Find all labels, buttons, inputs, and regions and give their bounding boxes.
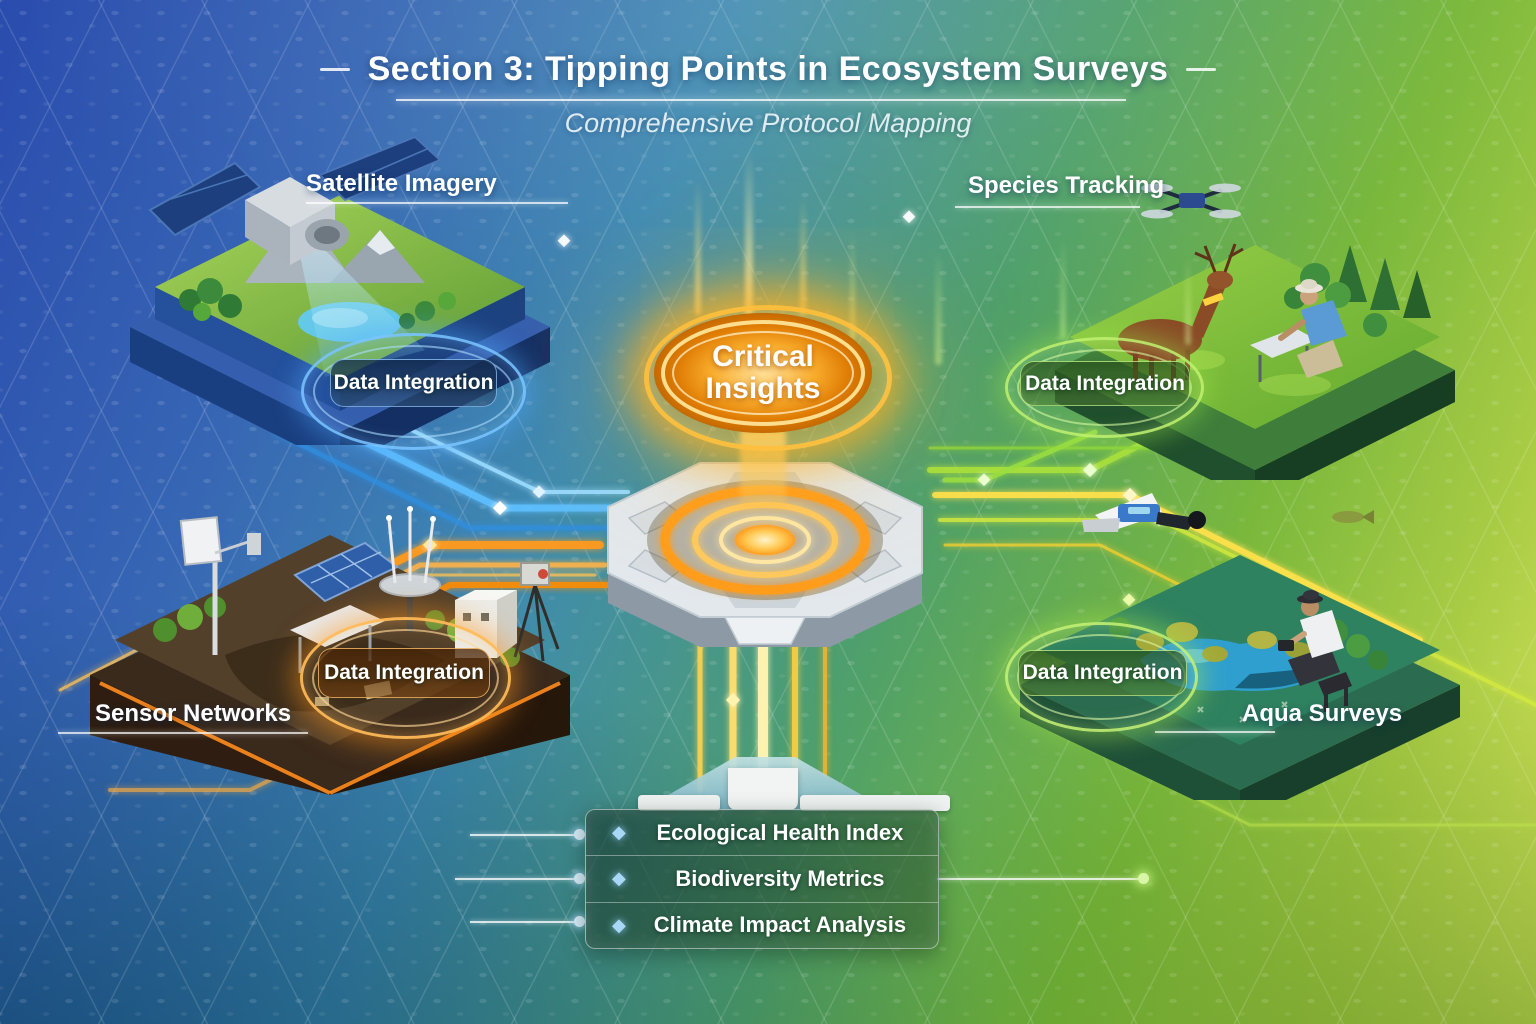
integration-pill-sensors: Data Integration <box>318 648 490 698</box>
diamond-bullet-icon: ◆ <box>612 822 626 843</box>
integration-ring-species <box>1005 337 1204 438</box>
aqua-researcher-icon <box>1278 590 1352 712</box>
integration-ring-satellite-inner <box>313 345 514 438</box>
legend-connector-dot-right <box>1138 873 1149 884</box>
diamond-bullet-icon: ◆ <box>612 914 626 935</box>
integration-pill-satellite: Data Integration <box>330 359 497 407</box>
pedestal-keystone <box>728 768 798 810</box>
light-streak <box>800 195 806 315</box>
camera-tripod-icon <box>513 562 560 662</box>
integration-ring-sensors-inner <box>312 629 499 727</box>
hub-ring-inner-2 <box>672 331 854 415</box>
page-subtitle: Comprehensive Protocol Mapping <box>564 108 972 138</box>
header: Section 3: Tipping Points in Ecosystem S… <box>0 50 1536 89</box>
legend-row-biodiversity: ◆ Biodiversity Metrics <box>586 855 938 901</box>
pedestal-slab-left <box>638 795 720 811</box>
light-streak <box>1185 255 1191 345</box>
title-dash-left <box>319 68 350 71</box>
light-streak <box>695 180 701 315</box>
metrics-legend: ◆ Ecological Health Index ◆ Biodiversity… <box>585 809 939 949</box>
legend-label-climate: Climate Impact Analysis <box>653 912 907 938</box>
legend-connector-left-2 <box>455 878 582 880</box>
label-species-tracking: Species Tracking <box>968 172 1165 199</box>
hub-label-line1: Critical <box>712 339 814 373</box>
legend-label-biodiversity: Biodiversity Metrics <box>675 865 885 891</box>
fish-icon <box>1332 510 1374 524</box>
aqua-drone-icon <box>1082 493 1206 532</box>
label-satellite-underline <box>306 202 568 204</box>
hub-ring-outer <box>644 305 892 451</box>
title-dash-right <box>1186 68 1217 71</box>
label-species-underline <box>955 206 1140 208</box>
hub-ring-inner-1 <box>661 320 865 426</box>
integration-ring-species-inner <box>1017 349 1192 426</box>
legend-connector-dot-3 <box>574 916 585 927</box>
legend-connector-left-1 <box>470 834 582 836</box>
hub-label-line2: Insights <box>705 372 821 405</box>
light-streak <box>850 230 855 340</box>
drone-icon <box>1141 183 1241 219</box>
legend-connector-dot-1 <box>574 829 585 840</box>
hub-platform-illustration <box>607 462 923 647</box>
legend-row-climate: ◆ Climate Impact Analysis <box>586 901 938 948</box>
legend-connector-left-3 <box>470 921 582 923</box>
light-streak <box>935 250 942 365</box>
page-title: Section 3: Tipping Points in Ecosystem S… <box>367 50 1169 88</box>
legend-label-ecological: Ecological Health Index <box>656 819 904 845</box>
integration-ring-satellite <box>301 333 526 450</box>
label-aqua-underline <box>1155 731 1275 733</box>
integration-pill-species: Data Integration <box>1020 361 1190 406</box>
legend-connector-right <box>937 878 1142 880</box>
researcher-icon <box>1250 279 1347 382</box>
legend-connector-dot-2 <box>574 873 585 884</box>
weather-station-icon <box>179 516 261 655</box>
light-streak <box>745 150 753 315</box>
critical-insights-hub: Critical Insights <box>654 313 872 433</box>
label-satellite-imagery: Satellite Imagery <box>306 170 497 197</box>
sensor-networks-illustration <box>90 506 570 795</box>
label-sensor-networks: Sensor Networks <box>95 700 292 727</box>
title-underline <box>396 99 1126 101</box>
legend-row-ecological: ◆ Ecological Health Index <box>586 810 938 855</box>
light-streak <box>1060 235 1066 340</box>
label-sensors-underline <box>58 732 308 734</box>
pedestal-slab-right <box>800 795 950 811</box>
integration-ring-sensors <box>300 617 511 739</box>
pine-trees-icon <box>1284 245 1431 337</box>
solar-panel-icon <box>290 541 399 673</box>
label-aqua-surveys: Aqua Surveys <box>1242 700 1403 727</box>
integration-pill-aqua: Data Integration <box>1018 650 1187 696</box>
diamond-bullet-icon: ◆ <box>612 868 626 889</box>
